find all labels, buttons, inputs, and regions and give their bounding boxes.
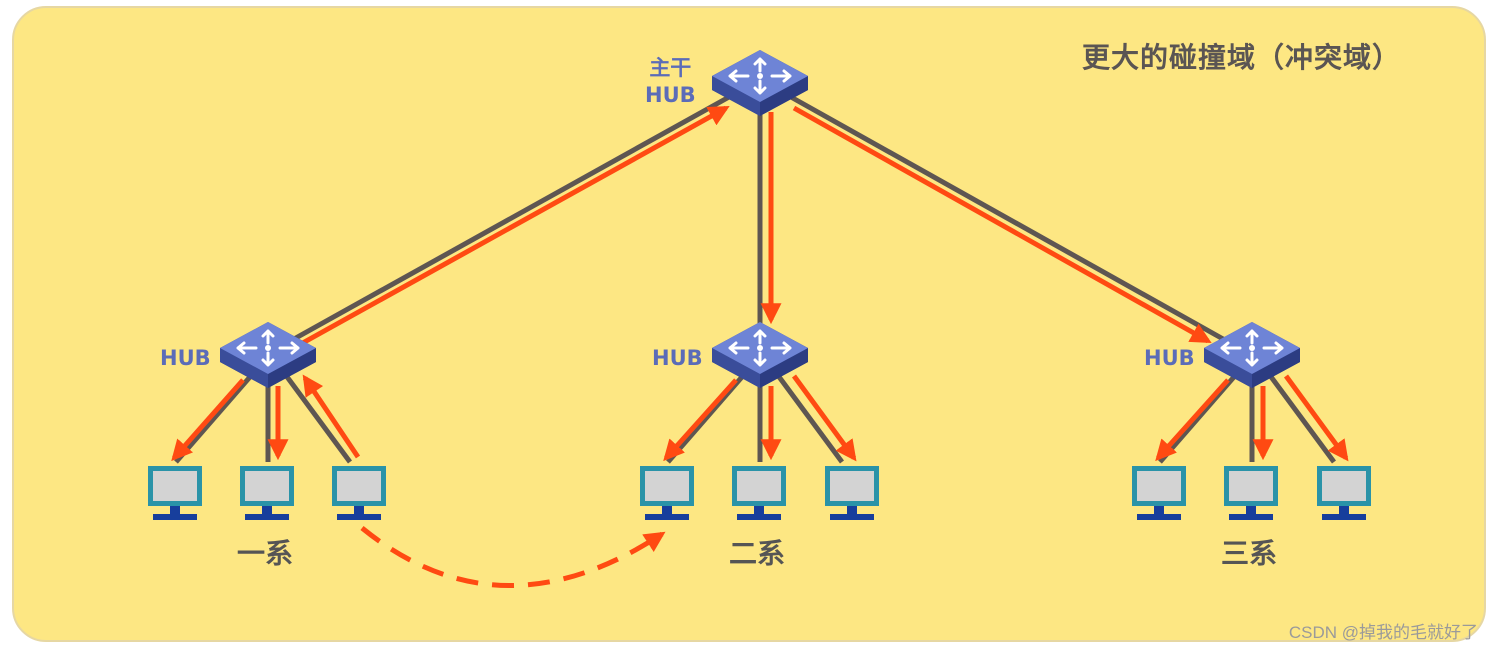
hub-switch-icon (710, 48, 810, 118)
backbone-signal-arrows (288, 105, 1212, 353)
backbone-hub-label: 主干 HUB (645, 58, 696, 106)
access-links-hub-2 (663, 368, 857, 464)
dept-label-3: 三系 (1221, 537, 1278, 570)
hub-switch-icon (218, 320, 318, 390)
monitor-icon (1132, 466, 1186, 520)
monitor-icon (825, 466, 879, 520)
access-links-hub-3 (1155, 368, 1349, 464)
diagram-title: 更大的碰撞域（冲突域） (1082, 41, 1402, 74)
computers (148, 466, 1371, 520)
watermark: CSDN @掉我的毛就好了 (1288, 623, 1478, 642)
monitor-icon (1317, 466, 1371, 520)
backbone-label-line2: HUB (645, 83, 696, 107)
backbone-links (283, 89, 1234, 347)
monitor-icon (732, 466, 786, 520)
monitor-icon (332, 466, 386, 520)
monitor-icon (148, 466, 202, 520)
monitor-icon (1224, 466, 1278, 520)
access-links-hub-1 (171, 368, 361, 464)
backbone-label-line1: 主干 (649, 56, 692, 80)
diagram-panel (12, 6, 1486, 642)
monitor-icon (240, 466, 294, 520)
monitor-icon (640, 466, 694, 520)
hub-label-3: HUB (1144, 346, 1195, 370)
hub-label-1: HUB (160, 346, 211, 370)
dept-label-1: 一系 (237, 537, 294, 570)
dashed-communication-arrow (360, 526, 666, 589)
dept-label-2: 二系 (729, 537, 786, 570)
hub-label-2: HUB (652, 346, 703, 370)
